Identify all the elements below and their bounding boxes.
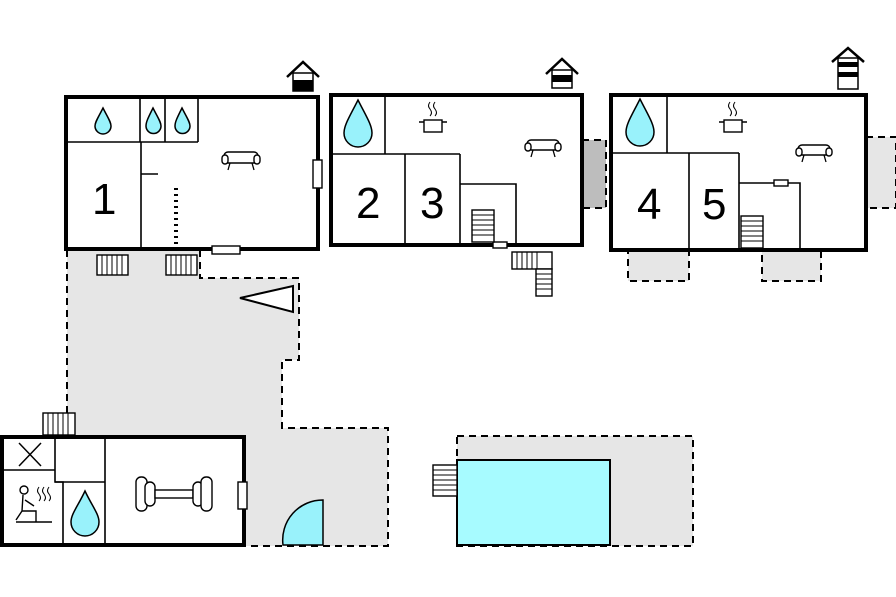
annex-right-house3 <box>865 136 896 209</box>
patio-4 <box>627 249 690 282</box>
house-1 <box>64 95 323 255</box>
annex-right-house2 <box>581 139 607 209</box>
cross-icon <box>18 442 42 467</box>
sofa-icon <box>221 139 833 171</box>
stairs-icon <box>42 209 764 497</box>
annex-building <box>0 435 248 547</box>
room-number-1: 1 <box>92 175 116 224</box>
room-number-4: 4 <box>637 180 661 229</box>
swimming-pool <box>456 459 611 546</box>
compass-arrow-icon <box>239 284 294 314</box>
house-2 <box>329 93 584 249</box>
door-arc-icon <box>281 499 324 546</box>
room-number-5: 5 <box>702 180 726 229</box>
house-icon <box>286 46 865 92</box>
sauna-icon <box>15 485 52 523</box>
room-number-2: 2 <box>356 179 380 228</box>
house-3 <box>609 93 868 252</box>
patio-5 <box>761 249 822 282</box>
water-drop-icon <box>70 97 655 537</box>
terrace-area <box>66 249 389 547</box>
dumbbell-icon <box>135 476 213 512</box>
room-number-3: 3 <box>420 179 444 228</box>
cooking-pot-icon <box>419 101 747 133</box>
